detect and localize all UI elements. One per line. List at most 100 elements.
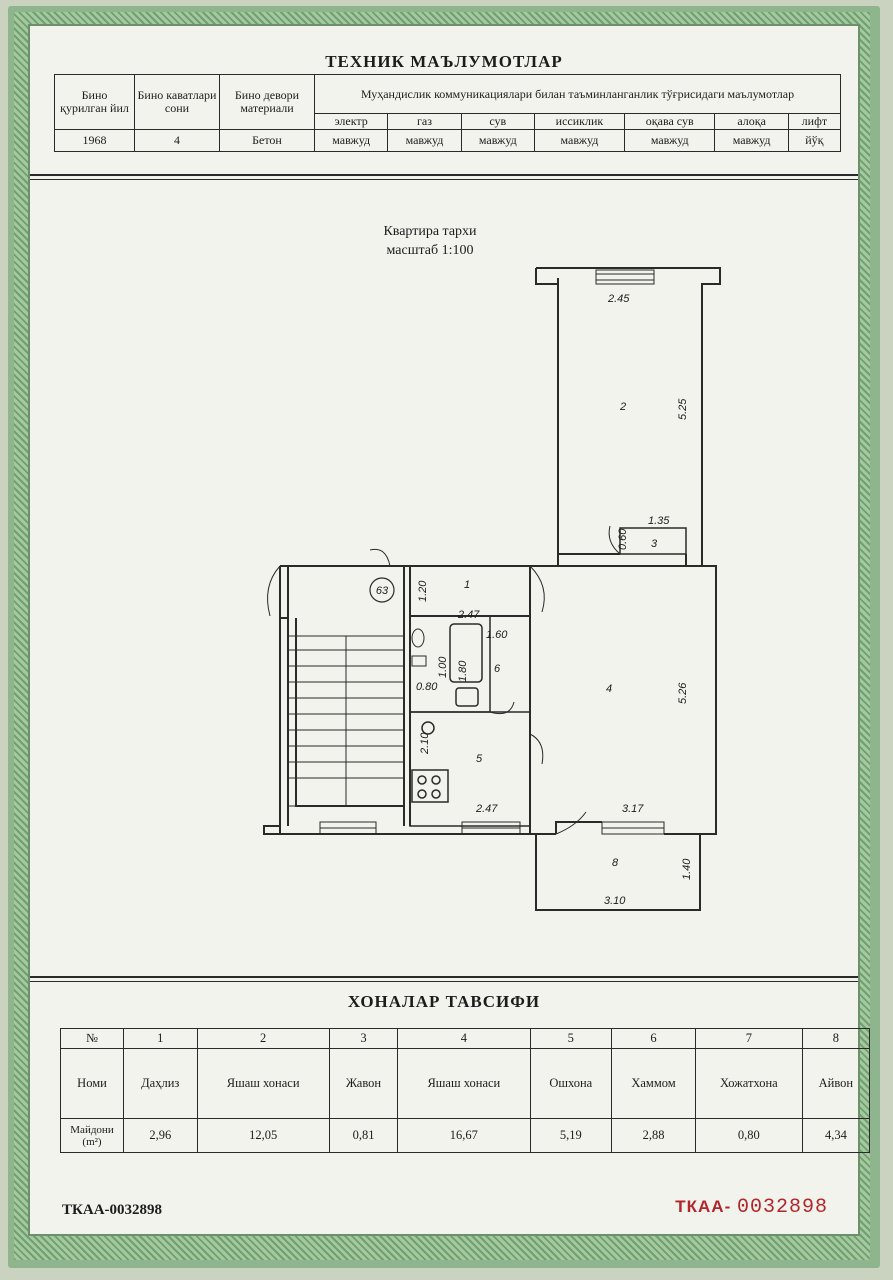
room-label-4: 4 — [606, 683, 612, 695]
room-8-balcony — [535, 821, 716, 911]
dim-0-80: 0.80 — [416, 681, 438, 693]
utility-value-elevator: йўқ — [787, 129, 842, 152]
floor-plan-drawing: 63 2 3 1 4 5 6 8 2.45 5.25 1.35 0.60 1.2… — [263, 267, 721, 911]
wall-material-header: Бино девори материали — [219, 74, 315, 130]
dim-1-00: 1.00 — [437, 656, 449, 678]
technical-data-title: ТЕХНИК МАЪЛУМОТЛАР — [325, 52, 563, 71]
floor-plan-heading: Квартира тархи — [383, 224, 477, 239]
room-name: Хожатхона — [694, 1048, 803, 1119]
window-room-2 — [595, 269, 655, 285]
utility-label-elevator: лифт — [787, 113, 842, 130]
header-area: Майдони (m²) — [60, 1118, 124, 1153]
dim-5-25: 5.25 — [677, 398, 689, 420]
rooms-table: № 1 2 3 4 5 6 7 8 Номи Даҳлиз Яшаш хонас… — [60, 1028, 871, 1153]
room-3-closet — [619, 527, 687, 555]
room-2-walls — [535, 267, 721, 566]
dim-1-35: 1.35 — [648, 515, 670, 527]
utility-value-phone: мавжуд — [714, 129, 789, 152]
room-number: 7 — [694, 1028, 803, 1049]
dim-1-40: 1.40 — [681, 858, 693, 880]
dim-2-47-top: 2.47 — [457, 609, 480, 621]
document-page: ТЕХНИК МАЪЛУМОТЛАР Бино қурилган йил Бин… — [28, 24, 871, 1236]
room-area: 12,05 — [196, 1118, 330, 1153]
stairwell — [263, 566, 404, 835]
header-name: Номи — [60, 1048, 124, 1119]
dim-1-80: 1.80 — [457, 660, 469, 682]
room-area: 16,67 — [397, 1118, 531, 1153]
dim-2-45: 2.45 — [607, 293, 630, 305]
technical-data-table: Бино қурилган йил Бино каватлари сони Би… — [54, 74, 842, 152]
room-name: Даҳлиз — [123, 1048, 198, 1119]
dim-3-17: 3.17 — [622, 803, 644, 815]
dim-1-60: 1.60 — [486, 629, 508, 641]
room-label-8: 8 — [612, 857, 619, 869]
dim-0-60: 0.60 — [617, 528, 629, 550]
serial-number-right: ТКАА- 0032898 — [675, 1196, 828, 1219]
stair-steps — [287, 635, 405, 807]
separator-line — [30, 976, 858, 978]
wall-material-value: Бетон — [219, 129, 315, 152]
utility-label-electric: электр — [313, 113, 389, 130]
room-4-walls — [280, 553, 717, 835]
utility-value-heating: мавжуд — [533, 129, 625, 152]
room-number: 5 — [529, 1028, 613, 1049]
header-number: № — [60, 1028, 124, 1049]
utility-value-sewage: мавжуд — [623, 129, 716, 152]
room-label-5: 5 — [476, 753, 483, 765]
room-label-3: 3 — [651, 538, 658, 550]
dim-2-10: 2.10 — [419, 732, 431, 755]
rooms-number-row: № 1 2 3 4 5 6 7 8 — [60, 1028, 871, 1049]
room-7-toilet — [411, 628, 427, 667]
rooms-name-row: Номи Даҳлиз Яшаш хонаси Жавон Яшаш хонас… — [60, 1048, 871, 1119]
year-built-value: 1968 — [54, 129, 135, 152]
separator-line — [30, 981, 858, 982]
room-number: 3 — [328, 1028, 399, 1049]
dim-3-10: 3.10 — [604, 895, 626, 907]
floors-header: Бино каватлари сони — [134, 74, 220, 130]
room-name: Яшаш хонаси — [397, 1048, 531, 1119]
serial-number-left: ТКАА-0032898 — [62, 1202, 163, 1218]
room-1-walls — [403, 566, 530, 826]
serial-number: 0032898 — [736, 1196, 828, 1219]
apartment-number-circle — [369, 577, 395, 603]
floor-plan-title: Квартира тархи масштаб 1:100 — [340, 222, 520, 260]
dim-2-47-bottom: 2.47 — [475, 803, 498, 815]
serial-prefix: ТКАА- — [675, 1197, 732, 1216]
room-number: 6 — [611, 1028, 696, 1049]
room-name: Ошхона — [529, 1048, 613, 1119]
room-number: 2 — [196, 1028, 330, 1049]
floors-value: 4 — [134, 129, 220, 152]
room-5-kitchen — [409, 711, 544, 827]
dim-5-26: 5.26 — [677, 682, 689, 704]
room-label-1: 1 — [464, 579, 470, 591]
utility-value-electric: мавжуд — [313, 129, 389, 152]
room-number: 8 — [801, 1028, 871, 1049]
room-area: 0,81 — [328, 1118, 399, 1153]
room-area: 2,88 — [611, 1118, 696, 1153]
bottom-windows — [319, 821, 665, 835]
separator-line — [30, 174, 858, 176]
room-number: 4 — [397, 1028, 531, 1049]
plan-labels: 63 2 3 1 4 5 6 8 2.45 5.25 1.35 0.60 1.2… — [376, 293, 693, 907]
rooms-area-row: Майдони (m²) 2,96 12,05 0,81 16,67 5,19 … — [60, 1118, 871, 1153]
dim-1-20: 1.20 — [417, 580, 429, 602]
room-label-6: 6 — [494, 663, 501, 675]
utilities-header: Муҳандислик коммуникациялари билан таъми… — [314, 74, 841, 114]
room-area: 4,34 — [801, 1118, 871, 1153]
apartment-number: 63 — [376, 585, 389, 597]
room-label-2: 2 — [619, 401, 626, 413]
utility-label-water: сув — [460, 113, 535, 130]
utility-value-water: мавжуд — [460, 129, 535, 152]
room-number: 1 — [123, 1028, 198, 1049]
room-name: Яшаш хонаси — [196, 1048, 330, 1119]
room-area: 0,80 — [694, 1118, 803, 1153]
rooms-description-title: ХОНАЛАР ТАВСИФИ — [347, 992, 541, 1011]
utility-value-gas: мавжуд — [387, 129, 462, 152]
separator-line — [30, 179, 858, 180]
room-name: Хаммом — [611, 1048, 696, 1119]
room-name: Жавон — [328, 1048, 399, 1119]
room-area: 2,96 — [123, 1118, 198, 1153]
room-name: Айвон — [801, 1048, 871, 1119]
room-area: 5,19 — [529, 1118, 613, 1153]
floor-plan-scale: масштаб 1:100 — [386, 243, 474, 258]
